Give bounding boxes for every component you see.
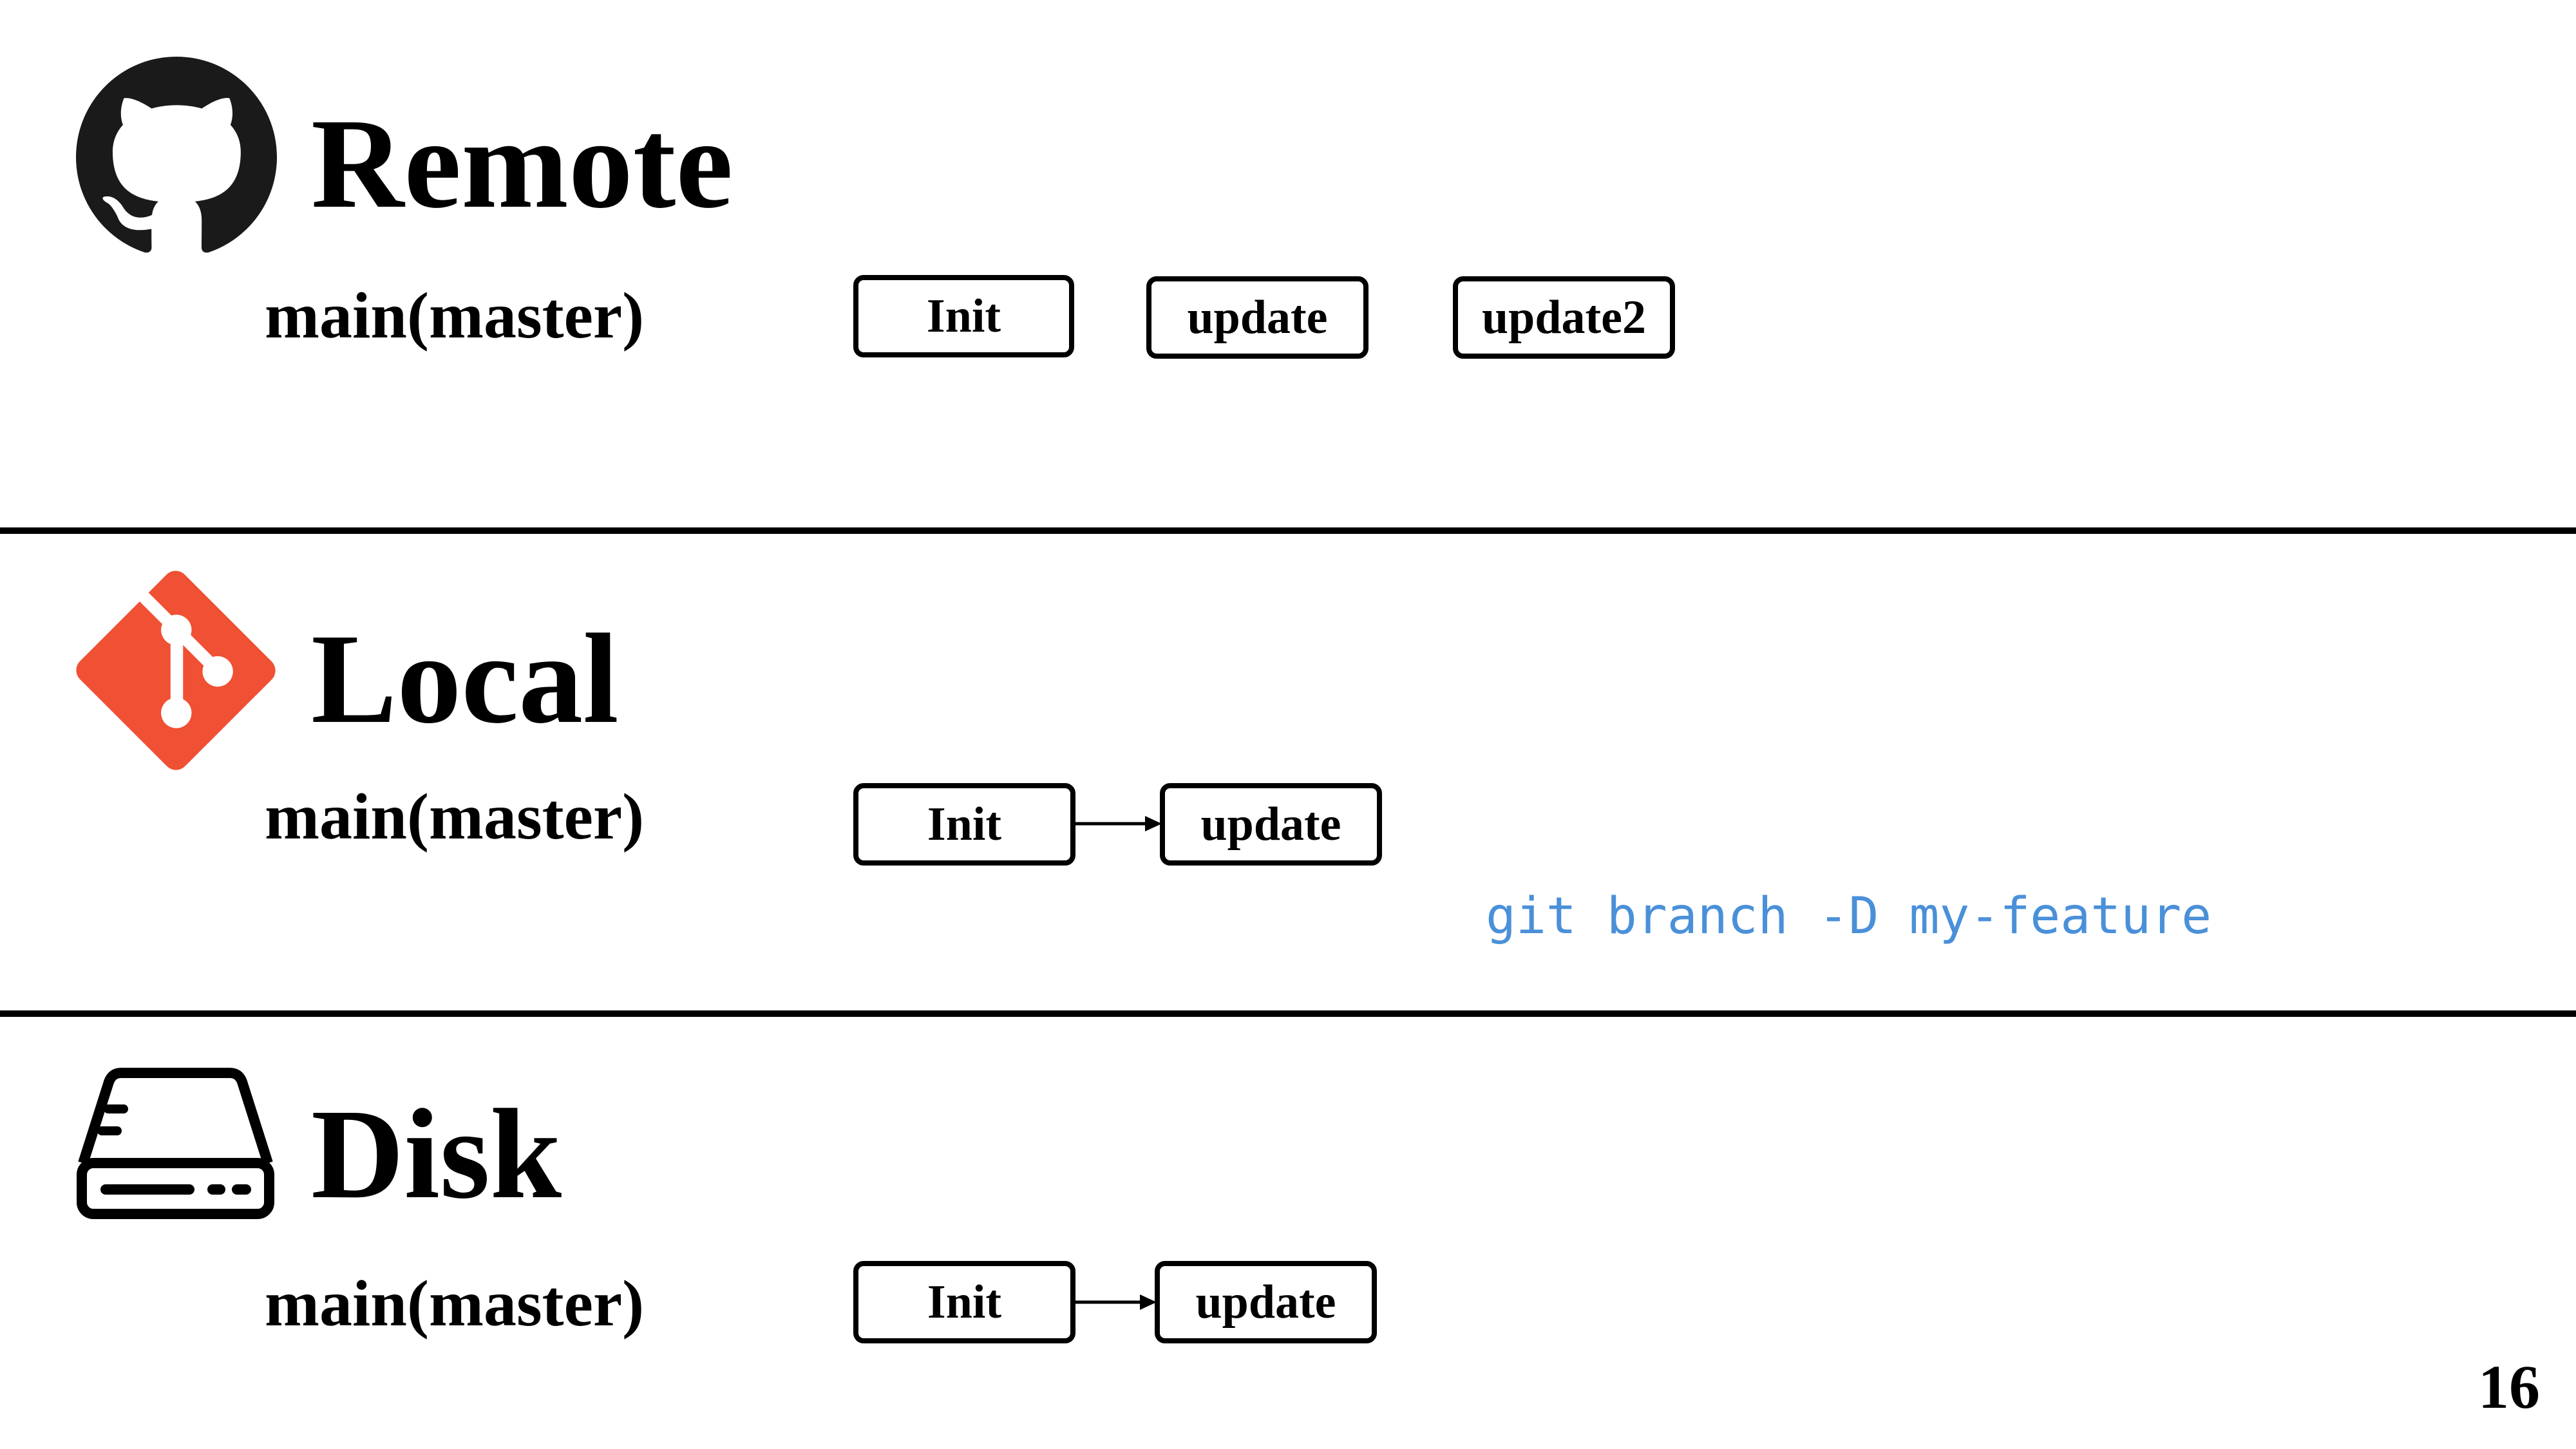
local-title: Local bbox=[311, 608, 619, 750]
remote-title: Remote bbox=[311, 93, 734, 235]
disk-commit-update: update bbox=[1155, 1261, 1377, 1343]
remote-commit-update2: update2 bbox=[1453, 276, 1675, 359]
hard-drive-icon bbox=[77, 1068, 274, 1219]
disk-commit-init: Init bbox=[853, 1261, 1075, 1343]
disk-commit-arrow bbox=[1075, 1294, 1157, 1310]
git-command-text: git branch -D my-feature bbox=[1486, 887, 2212, 945]
remote-commit-update: update bbox=[1146, 276, 1368, 359]
divider-local-disk bbox=[0, 1010, 2576, 1017]
local-commit-init: Init bbox=[853, 783, 1075, 866]
local-commit-arrow bbox=[1075, 816, 1162, 831]
disk-branch-label: main(master) bbox=[265, 1267, 645, 1340]
local-branch-label: main(master) bbox=[265, 781, 645, 853]
git-icon bbox=[76, 571, 276, 770]
page-number: 16 bbox=[2478, 1352, 2540, 1421]
remote-commit-init: Init bbox=[853, 275, 1074, 357]
github-icon bbox=[76, 57, 277, 253]
local-commit-update: update bbox=[1160, 783, 1382, 866]
remote-branch-label: main(master) bbox=[265, 279, 645, 352]
disk-title: Disk bbox=[311, 1083, 562, 1226]
divider-remote-local bbox=[0, 527, 2576, 534]
